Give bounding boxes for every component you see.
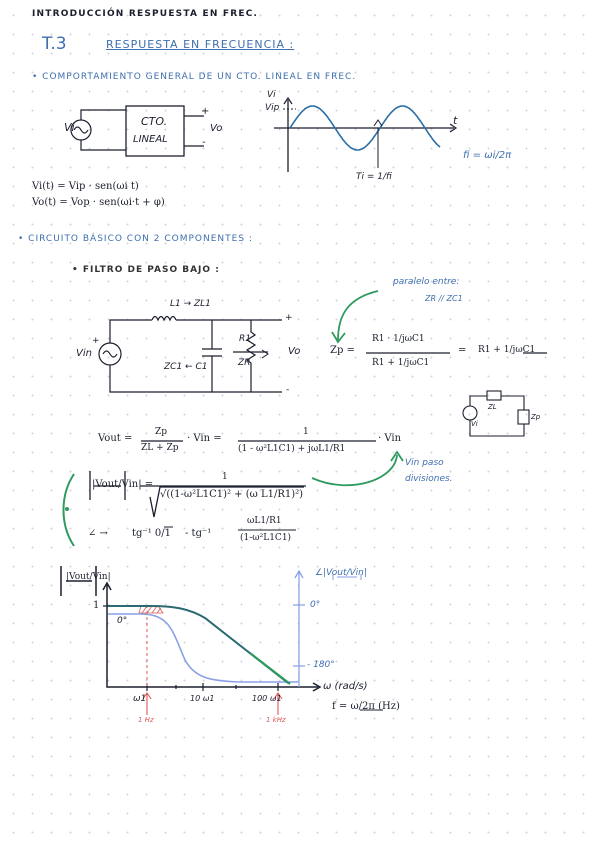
x-tick-100w1: 100 ω1: [252, 694, 282, 703]
output-plus: +: [285, 313, 293, 323]
sine-ylabel: Vi: [267, 90, 276, 100]
bode-zero-deg-left: 0°: [117, 616, 128, 626]
page-header: INTRODUCCIÓN RESPUESTA EN FREC.: [32, 9, 259, 19]
sine-xlabel: t: [453, 114, 458, 127]
vout-lhs: Vout =: [98, 433, 133, 444]
vout-den2: (1 - ω²L1C1) + jωL1/R1: [238, 444, 346, 454]
bode-tick-one: 1: [93, 600, 100, 611]
mag-lhs: |Vout/Vin| =: [92, 479, 154, 490]
phase-lhs: ∠ →: [88, 528, 108, 539]
zp-rhs: R1 + 1/jωC1: [478, 345, 536, 355]
phase-axis: [293, 569, 305, 687]
source-plus: +: [92, 336, 100, 346]
note-divider-2: divisiones.: [405, 474, 453, 484]
circuit-vin-label: Vin: [76, 348, 92, 359]
f-high-label: 1 kHz: [266, 716, 286, 724]
zr-label: ZR: [238, 358, 251, 368]
magnitude-curve: [108, 605, 289, 684]
f-low-label: 1 Hz: [138, 716, 154, 724]
bode-xlabel: ω (rad/s): [323, 681, 368, 692]
phase-curve: [108, 613, 298, 683]
block-line1: CTO.: [141, 115, 168, 128]
sine-ylabel-peak: Vip: [265, 103, 280, 113]
note-divider-1: Vin paso: [405, 458, 444, 468]
section-number: T.3: [42, 34, 67, 54]
note-parallel-2: ZR // ZC1: [425, 294, 463, 303]
phase-den: (1-ω²L1C1): [240, 533, 292, 543]
phase-num: ωL1/R1: [247, 516, 282, 526]
bode-f-formula: f = ω/2π (Hz): [332, 701, 400, 712]
output-minus: -: [286, 385, 290, 395]
block-minus: -: [202, 137, 206, 148]
zp-lhs: Zp =: [330, 345, 355, 356]
sine-plot: [274, 96, 458, 172]
x-tick-10w1: 10 ω1: [190, 694, 215, 703]
lowpass-circuit: [98, 315, 282, 393]
green-arrow-divider: [311, 450, 404, 487]
sine-wave: [289, 105, 441, 151]
bode-minus-180: - 180°: [307, 660, 335, 670]
bode-axes: [60, 566, 322, 692]
mini-zp-label: Zp: [531, 413, 541, 421]
vout-tail: · Vin: [378, 433, 402, 444]
bullet-filtro: • FILTRO DE PASO BAJO :: [72, 265, 220, 275]
vout-mul: · Vin =: [187, 433, 222, 444]
freq-label: fi = ωi/2π: [463, 150, 512, 161]
x-tick-w1: ω1: [133, 694, 147, 704]
block-line2: LINEAL: [133, 134, 168, 145]
zp-denominator: R1 + 1/jωC1: [372, 358, 430, 368]
vout-num2: 1: [303, 427, 309, 437]
green-arrow-parallel: [331, 290, 379, 344]
source-vi-label: Vi: [64, 121, 75, 134]
section-title: RESPUESTA EN FRECUENCIA :: [106, 38, 295, 51]
bode-ylabel-right: ∠|Vout/Vin|: [315, 568, 367, 578]
circuit-vo-label: Vo: [288, 346, 301, 357]
phase-minus: - tg⁻¹: [185, 528, 212, 539]
vout-frac-den: ZL + Zp: [141, 443, 179, 453]
note-parallel-1: paralelo entre:: [393, 277, 460, 287]
source-vi-symbol: [70, 109, 126, 151]
cto-lineal-box: [125, 105, 185, 157]
mini-zl-label: ZL: [488, 403, 497, 411]
block-vo-label: Vo: [210, 123, 223, 134]
bode-ylabel-left: |Vout/Vin|: [66, 572, 111, 582]
block-plus: +: [201, 106, 210, 117]
bode-zero-deg-right: 0°: [310, 600, 321, 610]
period-label: Ti = 1/fi: [356, 172, 392, 182]
capacitor-label: ZC1 ← C1: [164, 362, 208, 372]
bullet-comportamiento: • COMPORTAMIENTO GENERAL DE UN CTO. LINE…: [32, 72, 357, 82]
eq-vo: Vo(t) = Vop · sen(ωi·t + φ): [32, 197, 165, 208]
zp-equals: =: [458, 345, 467, 356]
eq-vi: Vi(t) = Vip · sen(ωi t): [32, 181, 139, 192]
mag-num: 1: [222, 472, 228, 482]
mini-vi-label: Vi: [471, 420, 478, 428]
bullet-circuito: • CIRCUITO BÁSICO CON 2 COMPONENTES :: [18, 234, 253, 244]
phase-a: tg⁻¹ 0/1: [132, 528, 171, 539]
resistor-label: R1: [239, 334, 251, 344]
vout-frac-num: Zp: [155, 427, 168, 437]
mini-divider-circuit: [462, 390, 530, 437]
zp-numerator: R1 · 1/jωC1: [372, 334, 425, 344]
magnitude-bars: [89, 471, 306, 518]
mag-den: √((1-ω²L1C1)² + (ω L1/R1)²): [160, 489, 304, 500]
inductor-label: L1 → ZL1: [170, 299, 211, 309]
